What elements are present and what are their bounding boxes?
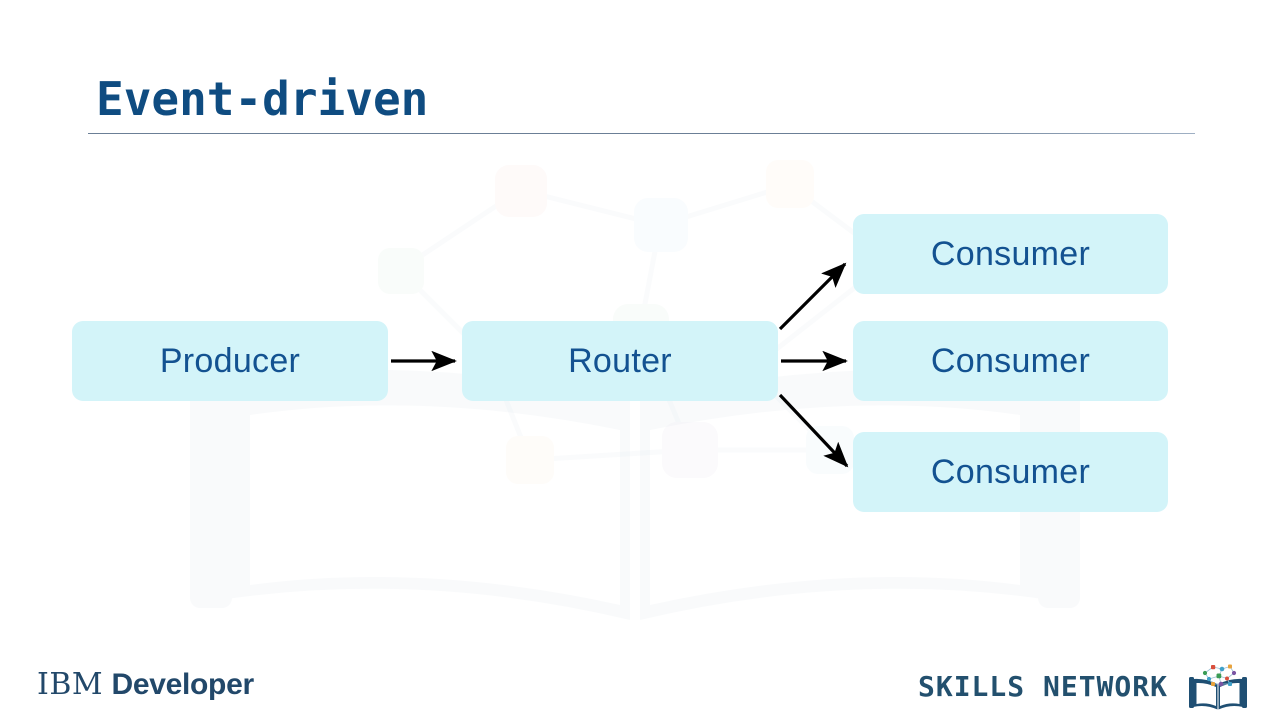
edge-router-consumer-1 [778, 262, 847, 331]
ibm-developer-logo: IBM Developer [37, 667, 254, 702]
node-router[interactable]: Router [462, 321, 778, 401]
node-consumer-3[interactable]: Consumer [853, 432, 1168, 512]
edge-router-consumer-3 [778, 393, 849, 468]
page-title: Event-driven [96, 72, 429, 126]
title-divider [88, 133, 1195, 134]
node-producer[interactable]: Producer [72, 321, 388, 401]
node-consumer-1[interactable]: Consumer [853, 214, 1168, 294]
open-book-network-icon [1189, 664, 1247, 710]
skills-network-wordmark: SKILLS NETWORK [917, 670, 1168, 703]
node-consumer-2[interactable]: Consumer [853, 321, 1168, 401]
ibm-wordmark: IBM [37, 667, 104, 702]
ibm-product-name: Developer [111, 668, 254, 701]
